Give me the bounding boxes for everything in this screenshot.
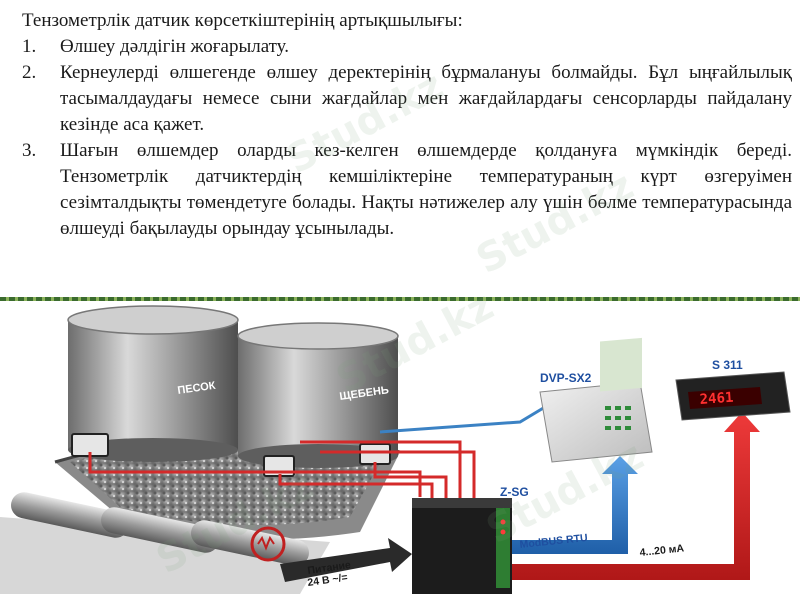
indicator: 2461 S 311 — [675, 358, 791, 421]
plc-label: DVP-SX2 — [540, 371, 592, 385]
item-number: 2. — [22, 62, 37, 83]
system-diagram: ПЕСОК ЩЕБЕНЬ — [0, 305, 791, 594]
power-input: Питание 24 В ~/= — [280, 538, 412, 589]
silo-left-label: ПЕСОК — [177, 380, 217, 397]
list-item: 1. Өлшеу дәлдігін жоғарылату. — [22, 34, 792, 60]
plc: DVP-SX2 — [539, 337, 653, 463]
heading: Тензометрлік датчик көрсеткіштерінің арт… — [22, 10, 463, 31]
divider — [0, 297, 800, 301]
item-text: Шағын өлшемдер оларды кез-келген өлшемде… — [60, 140, 792, 239]
list-item: 3. Шағын өлшемдер оларды кез-келген өлшем… — [22, 138, 792, 242]
analog-link: 4...20 мА — [512, 412, 760, 580]
silo-left: ПЕСОК — [67, 305, 239, 462]
z-sg-module: Z-SG — [412, 485, 529, 594]
power-label-line2: 24 В ~/= — [307, 571, 349, 588]
load-cell-icon — [359, 443, 391, 465]
item-number: 3. — [22, 140, 37, 161]
indicator-value: 2461 — [699, 390, 734, 408]
signal-label: 4...20 мА — [639, 542, 685, 559]
load-cell-system-figure: ПЕСОК ЩЕБЕНЬ — [0, 302, 800, 594]
data-wire — [379, 396, 561, 434]
conveyor — [0, 492, 330, 594]
modbus-link: ModBUS RTU — [512, 456, 638, 554]
item-number: 1. — [22, 36, 37, 57]
signal-wires — [88, 440, 476, 500]
text-block: Тензометрлік датчик көрсеткіштерінің арт… — [22, 8, 792, 242]
motor-icon — [250, 526, 286, 562]
item-text: Кернеулерді өлшегенде өлшеу деректерінің… — [60, 62, 792, 135]
item-text: Өлшеу дәлдігін жоғарылату. — [60, 36, 290, 57]
advantages-list: 1. Өлшеу дәлдігін жоғарылату. 2. Кернеулер… — [22, 34, 792, 242]
silo-right: ЩЕБЕНЬ — [237, 322, 399, 468]
module-label: Z-SG — [500, 485, 529, 499]
indicator-label: S 311 — [712, 358, 743, 372]
list-item: 2. Кернеулерді өлшегенде өлшеу деректерін… — [22, 60, 792, 138]
